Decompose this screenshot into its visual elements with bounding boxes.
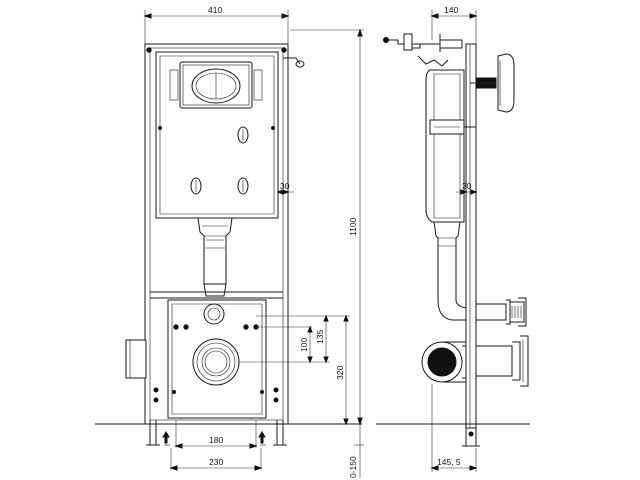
- dim-side-bottom: 145, 5: [437, 457, 461, 467]
- dim-side-30: 30: [462, 181, 472, 191]
- dim-front-30: 30: [280, 181, 290, 191]
- dim-side-depth: 140: [444, 5, 458, 15]
- waste-outlet-icon: [192, 338, 240, 386]
- cistern-tank: [155, 51, 279, 219]
- dim-180: 180: [209, 435, 223, 445]
- dim-100: 100: [299, 338, 309, 352]
- water-inlet-icon: [203, 303, 225, 325]
- side-frame-column: [465, 43, 477, 429]
- mounting-plate: [167, 299, 267, 419]
- cistern-side: [425, 69, 465, 223]
- dim-1100: 1100: [348, 217, 358, 236]
- dim-adjust-range: 0-150: [348, 456, 358, 478]
- dim-front-width: 410: [208, 5, 222, 15]
- inspection-slot-icon: [237, 126, 249, 144]
- front-view: 410 30: [95, 5, 364, 478]
- dim-230: 230: [209, 457, 223, 467]
- side-view: 140 30: [376, 5, 530, 472]
- dim-320: 320: [335, 366, 345, 380]
- dim-135: 135: [315, 330, 325, 344]
- flush-pipe-side: [433, 221, 466, 321]
- side-flush-plate: [497, 53, 515, 113]
- flush-pipe: [197, 217, 233, 285]
- side-stub: [125, 339, 147, 379]
